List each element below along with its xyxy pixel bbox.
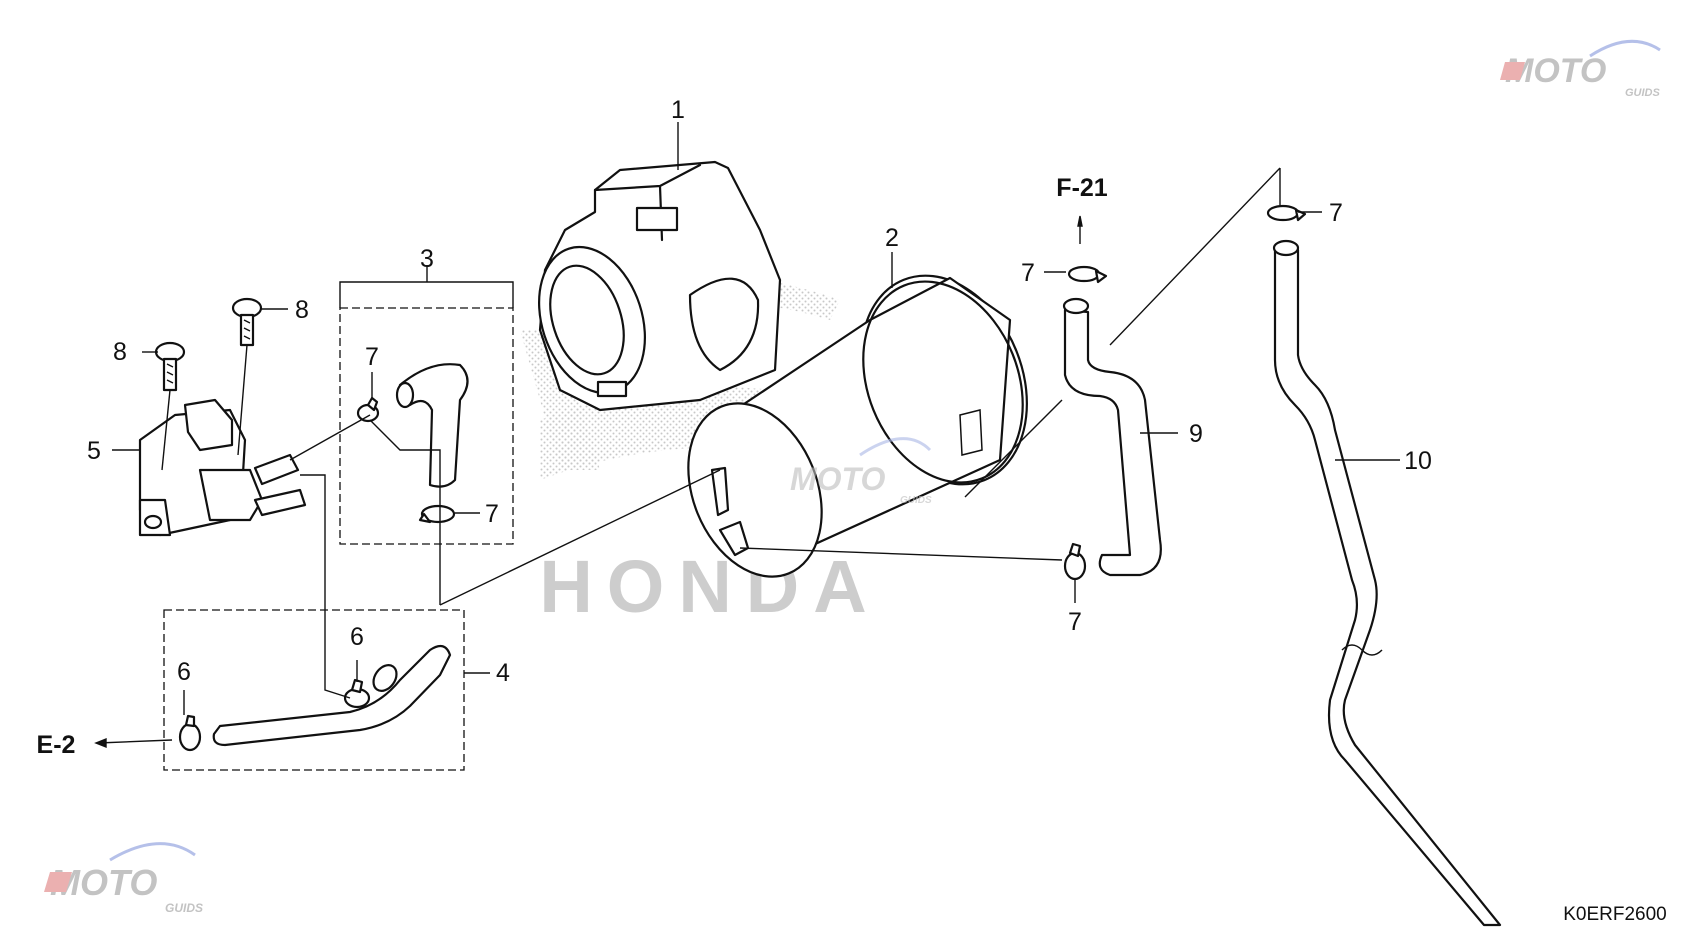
clamp-7-box3-top (356, 396, 380, 423)
callout-7-bottom-9: 7 (1068, 608, 1082, 636)
callout-6-right: 6 (350, 623, 364, 651)
clamp-7-bottom-9 (1063, 542, 1087, 581)
honda-text: HONDA (539, 545, 880, 628)
leader-bolt-lower (161, 389, 171, 471)
callout-1: 1 (671, 96, 685, 124)
callout-numbers: 1 2 3 4 5 6 6 7 7 7 7 7 8 8 9 10 (87, 96, 1432, 687)
callout-4: 4 (496, 659, 510, 687)
callout-10: 10 (1404, 447, 1432, 475)
clamp-7-top-9 (1067, 265, 1108, 284)
clamp-7-top-10 (1266, 204, 1307, 222)
callout-7-top-9: 7 (1021, 259, 1035, 287)
callout-7-box3-bottom: 7 (485, 500, 499, 528)
watermark-logo-center: MOTO GUIDS (790, 437, 932, 506)
callout-8-right: 8 (295, 296, 309, 324)
group-box-3 (339, 307, 514, 545)
part-8-bolt-upper (231, 297, 263, 347)
part-8-bolt-lower (154, 341, 186, 392)
callout-6-left: 6 (177, 658, 191, 686)
watermark-logo-top-right: MOTO GUIDS (1500, 39, 1661, 99)
watermark-text-center: MOTO (790, 461, 886, 497)
callout-3: 3 (420, 245, 434, 273)
part-1-housing (537, 160, 782, 412)
clamp-6-box4-right (343, 678, 371, 709)
part-9-hose (1062, 297, 1162, 577)
group-box-4 (163, 609, 465, 771)
callout-2: 2 (885, 224, 899, 252)
clamp-6-box4-left (178, 714, 202, 752)
clamp-7-box3-bottom (418, 504, 456, 524)
callout-9: 9 (1189, 420, 1203, 448)
part-10-hose (1272, 239, 1502, 927)
watermark-subtext-top: GUIDS (1625, 87, 1661, 99)
callout-5: 5 (87, 437, 101, 465)
diagram-code: K0ERF2600 (1563, 904, 1667, 925)
watermark-subtext-center: GUIDS (900, 495, 932, 506)
watermark-logo-bottom-left: MOTO GUIDS (44, 842, 203, 915)
callout-8-left: 8 (113, 338, 127, 366)
part-3-hose (395, 363, 469, 488)
part-5-solenoid-valve (138, 398, 307, 537)
callout-7-top-10: 7 (1329, 199, 1343, 227)
reference-f21: F-21 (1056, 174, 1108, 202)
reference-e2: E-2 (37, 731, 76, 759)
leader-lines (94, 122, 1400, 749)
watermark-subtext-bottom: GUIDS (165, 901, 203, 915)
callout-7-box3-top: 7 (365, 343, 379, 371)
part-4-hose (212, 644, 452, 747)
leader-bolt-upper (237, 344, 248, 456)
part-2-canister (687, 274, 1028, 578)
